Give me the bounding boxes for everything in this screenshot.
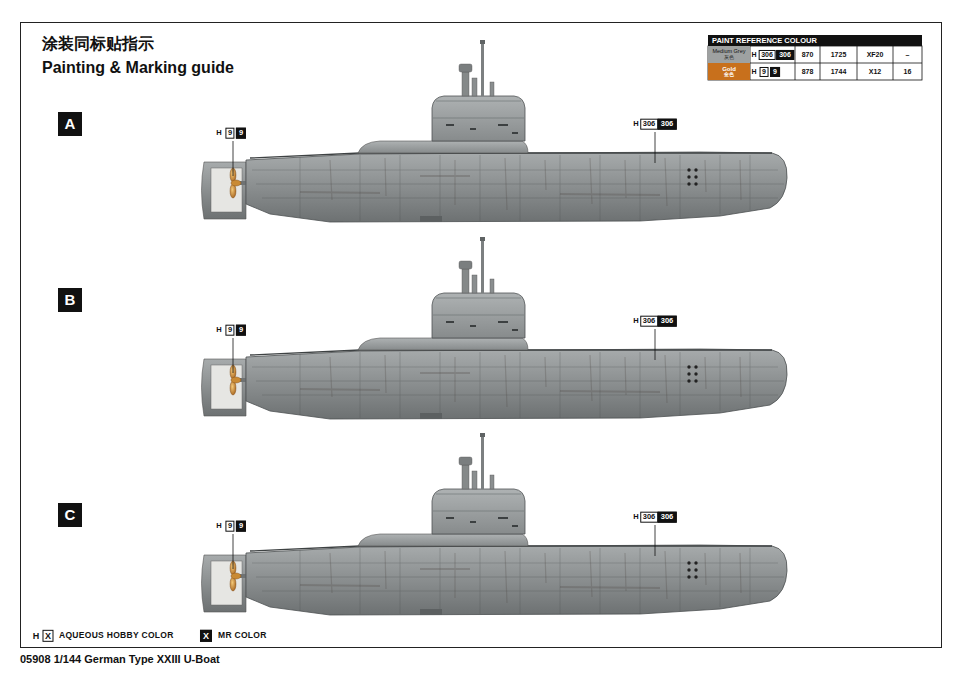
code-text: H <box>216 522 221 531</box>
legend-entry: MR COLOR <box>218 631 267 641</box>
code-text: H <box>633 513 638 522</box>
submarine-profile <box>202 433 788 615</box>
colour-code-black: 9 <box>770 66 780 76</box>
node-text: 灰色 <box>724 55 734 60</box>
subtitle: Painting & Marking guide <box>42 59 234 77</box>
colour-code-box: 9 <box>225 521 234 532</box>
code-text: H <box>33 631 40 641</box>
colour-code-box: 9 <box>760 66 769 76</box>
colour-swatch-cell: Medium Grey灰色 <box>708 46 750 63</box>
scheme-letter-box: C <box>58 503 82 527</box>
colour-code-box: 306 <box>640 316 658 327</box>
code-text: H <box>751 67 756 75</box>
scheme-letter-box: B <box>58 288 82 312</box>
code-text: 1744 <box>831 67 847 75</box>
code-text: H <box>751 50 756 58</box>
node-text: C <box>65 507 76 523</box>
node-text: A <box>65 116 76 132</box>
code-text: 1725 <box>831 50 847 58</box>
code-text: 878 <box>802 67 814 75</box>
legend-entry: AQUEOUS HOBBY COLOR <box>59 631 174 641</box>
node-text: 金色 <box>724 72 734 77</box>
paint-table-grid <box>708 46 922 80</box>
scheme-letter-box: A <box>58 112 82 136</box>
colour-swatch-cell: Gold金色 <box>708 63 750 80</box>
colour-code-black: 306 <box>658 119 677 130</box>
colour-code-black: 306 <box>658 512 677 523</box>
page-frame <box>21 23 942 648</box>
node-text: PAINT REFERENCE COLOUR <box>712 37 817 45</box>
colour-code-black: 9 <box>236 521 246 532</box>
submarine-profile <box>202 40 788 222</box>
colour-code-box: 9 <box>225 128 234 139</box>
caption: 05908 1/144 German Type XXIII U-Boat <box>20 653 220 666</box>
table-header: PAINT REFERENCE COLOUR <box>708 35 922 46</box>
colour-code-black: 306 <box>776 49 794 59</box>
colour-code-black: X <box>200 630 212 642</box>
code-text: X12 <box>869 67 881 75</box>
colour-code-box: 306 <box>640 119 658 130</box>
code-text: XF20 <box>867 50 884 58</box>
code-text: H <box>633 317 638 326</box>
colour-code-box: X <box>42 630 53 642</box>
colour-code-box: 306 <box>640 512 658 523</box>
code-text: H <box>633 120 638 129</box>
colour-code-box: 9 <box>225 325 234 336</box>
code-text: H <box>216 129 221 138</box>
colour-code-black: 9 <box>236 325 246 336</box>
code-text: H <box>216 326 221 335</box>
code-text: 870 <box>802 50 814 58</box>
colour-code-box: 306 <box>759 49 776 59</box>
legend-text: AQUEOUS HOBBY COLOR <box>59 631 174 641</box>
submarine-profile <box>202 237 788 419</box>
legend-text: MR COLOR <box>218 631 267 641</box>
colour-code-black: 306 <box>658 316 677 327</box>
title: 涂装同标贴指示 <box>42 35 154 53</box>
node-text: B <box>65 292 76 308</box>
colour-code-black: 9 <box>236 128 246 139</box>
code-text: – <box>906 50 910 58</box>
code-text: 16 <box>904 67 912 75</box>
